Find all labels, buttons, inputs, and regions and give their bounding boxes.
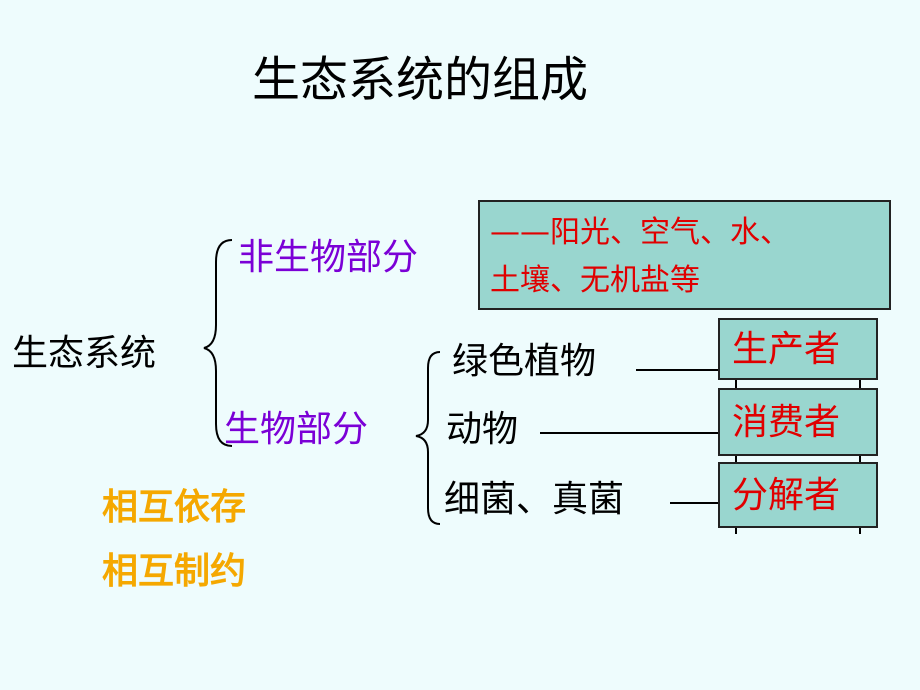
role-producer: 生产者 (732, 329, 841, 370)
relation-line2: 相互制约 (102, 551, 247, 592)
abiotic-examples-box: ——阳光、空气、水、 土壤、无机盐等 (478, 200, 891, 310)
role-box-producer: 生产者 (718, 318, 878, 380)
role-consumer: 消费者 (732, 402, 841, 443)
abiotic-examples-line1: ——阳光、空气、水、 (490, 215, 790, 250)
member-animals: 动物 (446, 409, 519, 450)
abiotic-examples-line2: 土壤、无机盐等 (490, 263, 700, 298)
role-box-decomposer: 分解者 (718, 462, 878, 528)
member-green-plants: 绿色植物 (452, 341, 597, 382)
role-decomposer: 分解者 (732, 475, 841, 516)
main-brace (203, 239, 233, 447)
root-label: 生态系统 (12, 333, 157, 374)
relation-line1: 相互依存 (102, 487, 247, 528)
slide-title: 生态系统的组成 (252, 52, 589, 108)
member-bacteria-fungi: 细菌、真菌 (444, 479, 625, 520)
abiotic-label: 非生物部分 (238, 237, 419, 278)
biotic-brace (415, 351, 441, 525)
biotic-label: 生物部分 (224, 409, 369, 450)
role-box-consumer: 消费者 (718, 388, 878, 456)
